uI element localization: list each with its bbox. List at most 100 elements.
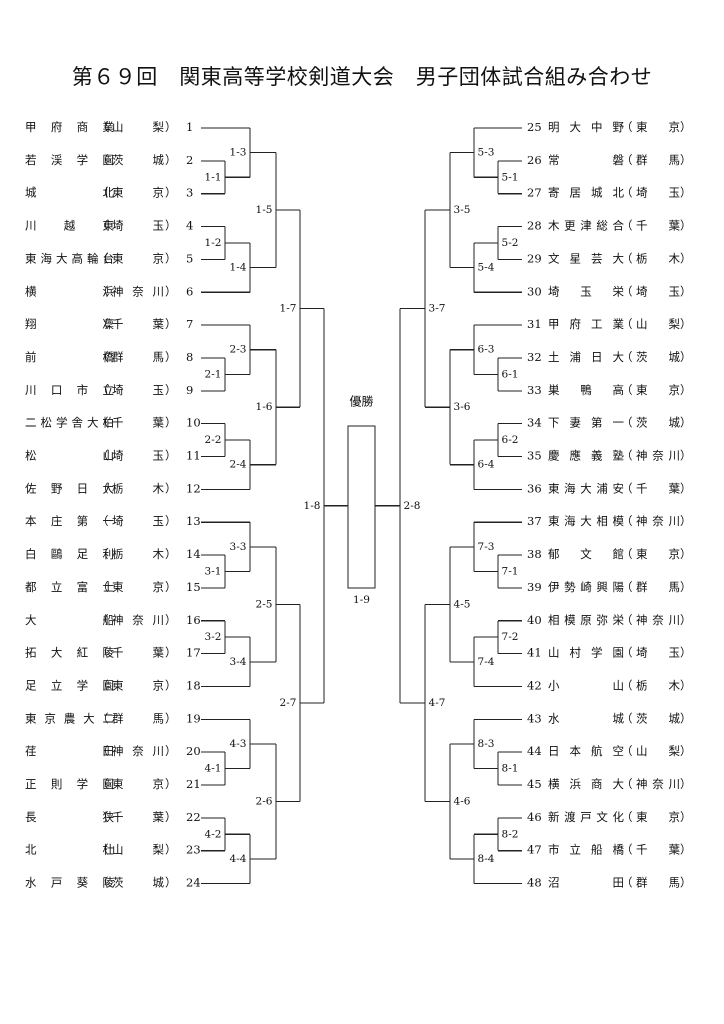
paren-close: ） <box>680 416 692 430</box>
match-label: 3-4 <box>230 656 247 668</box>
match-label: 5-1 <box>502 171 519 183</box>
team-prefecture-right: 神奈川 <box>636 449 680 463</box>
paren-open: （ <box>621 646 633 660</box>
team-seed-left: 16 <box>186 613 201 627</box>
team-seed-right: 43 <box>527 711 542 725</box>
team-seed-left: 5 <box>186 251 193 265</box>
paren-open: （ <box>97 547 109 561</box>
team-name-right: 埼玉栄 <box>548 284 625 298</box>
paren-open: （ <box>621 613 633 627</box>
match-label: 5-2 <box>502 237 519 249</box>
paren-open: （ <box>621 876 633 890</box>
paren-open: （ <box>97 219 109 233</box>
team-prefecture-right: 神奈川 <box>636 613 680 627</box>
team-prefecture-left: 東京 <box>112 251 164 265</box>
team-prefecture-left: 埼玉 <box>112 514 164 528</box>
team-seed-right: 34 <box>527 416 542 430</box>
match-label: 8-3 <box>478 738 495 750</box>
team-seed-left: 13 <box>186 514 201 528</box>
team-seed-right: 27 <box>527 186 542 200</box>
team-prefecture-right: 東京 <box>636 383 680 397</box>
team-prefecture-right: 群馬 <box>636 153 680 167</box>
paren-close: ） <box>165 416 177 430</box>
team-name-right: 東海大相模 <box>548 514 625 528</box>
match-label: 4-2 <box>205 828 222 840</box>
match-label: 2-1 <box>205 368 222 380</box>
team-prefecture-right: 茨城 <box>636 711 681 725</box>
team-seed-right: 33 <box>527 383 542 397</box>
team-prefecture-right: 千葉 <box>636 843 681 857</box>
match-label: 8-2 <box>502 828 519 840</box>
team-prefecture-left: 神奈川 <box>112 613 164 627</box>
team-prefecture-right: 群馬 <box>636 876 680 890</box>
paren-open: （ <box>97 284 109 298</box>
paren-close: ） <box>680 481 692 495</box>
paren-open: （ <box>621 678 633 692</box>
paren-open: （ <box>621 186 633 200</box>
paren-close: ） <box>680 547 692 561</box>
team-prefecture-left: 栃木 <box>112 481 165 495</box>
team-seed-right: 45 <box>527 777 542 791</box>
paren-open: （ <box>621 251 633 265</box>
paren-close: ） <box>680 153 692 167</box>
match-label: 3-6 <box>454 401 471 413</box>
team-prefecture-right: 東京 <box>636 810 680 824</box>
paren-open: （ <box>97 514 109 528</box>
team-prefecture-right: 茨城 <box>636 350 681 364</box>
team-prefecture-right: 神奈川 <box>636 777 680 791</box>
team-seed-right: 47 <box>527 843 542 857</box>
team-seed-right: 35 <box>527 449 542 463</box>
team-prefecture-right: 東京 <box>636 120 680 134</box>
match-label: 3-3 <box>230 541 247 553</box>
paren-open: （ <box>97 646 109 660</box>
paren-close: ） <box>680 383 692 397</box>
team-prefecture-left: 千葉 <box>112 317 165 331</box>
paren-close: ） <box>165 580 177 594</box>
team-prefecture-left: 栃木 <box>112 547 165 561</box>
paren-close: ） <box>165 481 177 495</box>
bracket-labels: 1-11-31-21-42-12-32-22-43-13-33-23-44-14… <box>203 145 520 866</box>
team-seed-right: 26 <box>527 153 542 167</box>
paren-close: ） <box>680 186 692 200</box>
paren-open: （ <box>97 777 109 791</box>
team-seed-left: 18 <box>186 678 201 692</box>
paren-close: ） <box>680 449 692 463</box>
team-name-right: 水城 <box>548 711 625 725</box>
team-prefecture-left: 東京 <box>112 678 164 692</box>
match-label: 2-4 <box>230 459 247 471</box>
paren-close: ） <box>165 547 177 561</box>
team-seed-left: 8 <box>186 350 193 364</box>
paren-close: ） <box>165 711 177 725</box>
team-prefecture-left: 茨城 <box>112 153 165 167</box>
match-label: 3-2 <box>205 631 222 643</box>
team-seed-left: 19 <box>186 711 201 725</box>
paren-close: ） <box>680 350 692 364</box>
team-prefecture-left: 東京 <box>112 777 164 791</box>
team-seed-left: 3 <box>186 186 193 200</box>
match-label: 4-1 <box>205 763 222 775</box>
match-label: 2-5 <box>256 598 273 610</box>
team-name-right: 伊勢崎興陽 <box>548 580 625 594</box>
final-box <box>347 425 376 589</box>
match-label: 7-1 <box>502 565 519 577</box>
paren-close: ） <box>680 810 692 824</box>
team-prefecture-left: 茨城 <box>112 876 165 890</box>
match-label: 6-2 <box>502 434 519 446</box>
team-prefecture-left: 山梨 <box>112 843 165 857</box>
match-label: 4-6 <box>454 795 471 807</box>
team-prefecture-left: 神奈川 <box>112 284 164 298</box>
team-seed-left: 17 <box>186 646 201 660</box>
team-prefecture-right: 山梨 <box>636 317 681 331</box>
team-name-right: 下妻第一 <box>548 416 625 430</box>
paren-open: （ <box>621 810 633 824</box>
team-seed-left: 14 <box>186 547 201 561</box>
paren-open: （ <box>97 876 109 890</box>
match-label: 1-5 <box>256 204 273 216</box>
paren-close: ） <box>165 876 177 890</box>
team-name-right: 常磐 <box>548 153 625 167</box>
team-prefecture-left: 東京 <box>112 186 164 200</box>
team-seed-left: 2 <box>186 153 193 167</box>
match-label: 2-6 <box>256 795 273 807</box>
paren-close: ） <box>165 284 177 298</box>
